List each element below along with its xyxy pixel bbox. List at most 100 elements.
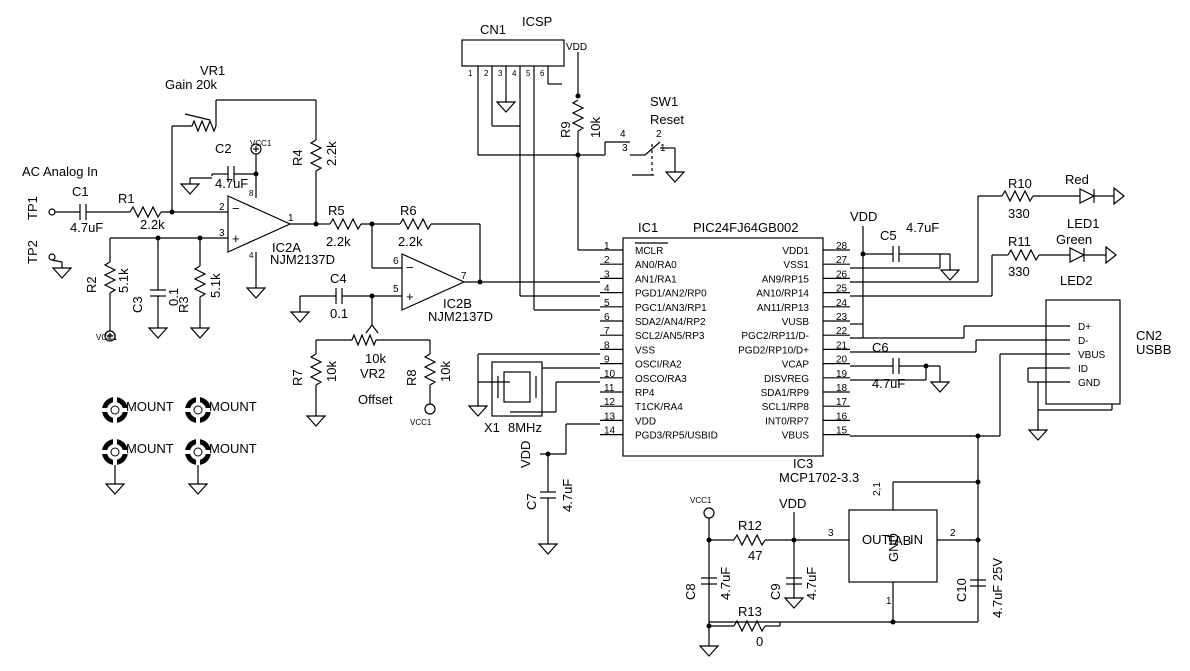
- ic1-pin-name: VBUS: [782, 431, 810, 442]
- c2-label: C2: [215, 141, 232, 156]
- r11-label: R11: [1008, 234, 1031, 249]
- r10-resistor: [1001, 189, 1034, 203]
- svg-text:−: −: [232, 201, 240, 216]
- led2-diode: [1069, 247, 1086, 263]
- c2-value: 4.7uF: [215, 176, 248, 191]
- r1-value: 2.2k: [140, 217, 165, 232]
- ic1-pin-name: OSCI/RA2: [635, 360, 682, 371]
- tp2-label: TP2: [25, 240, 40, 264]
- svg-text:1: 1: [886, 596, 892, 607]
- r4-value: 2.2k: [324, 141, 339, 166]
- c3-value: 0.1: [166, 288, 181, 306]
- ic3-tab-label: TAB: [887, 533, 911, 548]
- vr2-value: 10k: [365, 351, 386, 366]
- ic2b-part: NJM2137D: [428, 309, 493, 324]
- ic1-support-circuit: VDD C5 4.7uF R10 330 Red LED1 R11 330: [850, 172, 1171, 622]
- ic1-pin-name: VUSB: [782, 317, 810, 328]
- vcc1-label-ic2a: VCC1: [250, 139, 272, 148]
- ic1-pin-number: 24: [836, 298, 848, 309]
- c3-label: C3: [130, 296, 145, 313]
- c7-label: C7: [524, 493, 539, 510]
- ic1-pin-number: 26: [836, 269, 848, 280]
- ic1-pin-name: VDD: [635, 416, 656, 427]
- r13-value: 0: [756, 634, 763, 649]
- svg-text:2,1: 2,1: [872, 482, 883, 496]
- ic1-pin-number: 10: [604, 369, 616, 380]
- ic2a-pin4: 4: [249, 251, 254, 260]
- ic1-pin-name: PGD3/RP5/USBID: [635, 431, 718, 442]
- svg-text:1: 1: [468, 69, 473, 78]
- c9-value: 4.7uF: [804, 567, 819, 600]
- ic1-right-pins: 28VDD127VSS126AN9/RP1525AN10/RP1424AN11/…: [738, 241, 850, 442]
- cn1-label: CN1: [480, 22, 506, 37]
- ic1-pin-name: SDA1/RP9: [761, 388, 810, 399]
- svg-text:2: 2: [656, 129, 662, 140]
- r11-resistor: [1007, 248, 1040, 262]
- ic1-pin-number: 14: [604, 426, 616, 437]
- c8-value: 4.7uF: [718, 567, 733, 600]
- c1-label: C1: [72, 184, 89, 199]
- mount-label-1: MOUNT: [126, 399, 174, 414]
- vr1-label: VR1: [200, 63, 225, 78]
- c6-value: 4.7uF: [872, 376, 905, 391]
- ic1-pin-number: 9: [604, 355, 610, 366]
- cn2-pin-dplus: D+: [1078, 322, 1091, 333]
- ic1-pin-number: 13: [604, 411, 616, 422]
- cn2-pin-vbus: VBUS: [1078, 350, 1106, 361]
- ic1-pin-name: AN11/RP13: [757, 303, 810, 314]
- r6-label: R6: [400, 203, 417, 218]
- ic1-pin-number: 27: [836, 255, 848, 266]
- r9-value: 10k: [588, 117, 603, 138]
- c5-value: 4.7uF: [906, 220, 939, 235]
- svg-text:+: +: [232, 231, 240, 246]
- ic1-pin-name: SCL2/AN5/RP3: [635, 331, 705, 342]
- ic1-pin-number: 15: [836, 426, 848, 437]
- ic1-pin-name: PGC1/AN3/RP1: [635, 303, 707, 314]
- vdd-label-ic3: VDD: [779, 496, 806, 511]
- ac-input-label: AC Analog In: [22, 164, 98, 179]
- led2-label: LED2: [1060, 273, 1093, 288]
- ic1-pin-number: 25: [836, 284, 848, 295]
- c10-value: 4.7uF 25V: [990, 558, 1005, 618]
- ic1-pin-name: SCL1/RP8: [762, 402, 810, 413]
- ic3-out-label: OUT: [862, 532, 890, 547]
- mount-label-4: MOUNT: [209, 441, 257, 456]
- ic1-label: IC1: [638, 220, 658, 235]
- r2-value: 5.1k: [116, 268, 131, 293]
- tp1-pad: [48, 208, 56, 216]
- r12-value: 47: [748, 548, 762, 563]
- ic2b-pin6: 6: [393, 256, 399, 267]
- ic1-pin-name: OSCO/RA3: [635, 374, 687, 385]
- ic3-part: MCP1702-3.3: [779, 470, 859, 485]
- ic1-pin-number: 17: [836, 397, 848, 408]
- led2-color: Green: [1056, 232, 1092, 247]
- led1-diode: [1079, 188, 1096, 204]
- c6-label: C6: [872, 340, 889, 355]
- r1-resistor: [129, 205, 162, 219]
- ic1-pin-number: 3: [604, 269, 610, 280]
- cn2-label: CN2: [1136, 328, 1162, 343]
- analog-front-end: AC Analog In TP1 C1 4.7uF R1 2.2k VR1 Ga…: [22, 63, 600, 427]
- cn1-icsp-connector: CN1 ICSP VDD 1 2 3 4 5 6: [461, 14, 605, 311]
- ic3-label: IC3: [793, 456, 813, 471]
- r5-value: 2.2k: [326, 234, 351, 249]
- ic1-pin-number: 6: [604, 312, 610, 323]
- ic2a-opamp: [227, 195, 292, 253]
- r2-resistor: [103, 261, 117, 294]
- x1-crystal: X1 8MHz: [468, 353, 600, 435]
- r13-label: R13: [738, 604, 762, 619]
- cn1-vdd-label: VDD: [566, 42, 587, 53]
- mount-holes: MOUNT MOUNT MOUNT MOUNT: [100, 395, 257, 495]
- ic1-body: [622, 237, 824, 457]
- vr2-potentiometer: [351, 333, 377, 347]
- vr2-name: Offset: [358, 392, 393, 407]
- svg-text:1: 1: [660, 143, 666, 154]
- ic1-pin-name: RP4: [635, 388, 655, 399]
- ic1-pin-name: DISVREG: [764, 374, 809, 385]
- r7-resistor: [309, 353, 323, 386]
- r8-label: R8: [404, 369, 419, 386]
- svg-text:3: 3: [828, 528, 834, 539]
- mount-label-3: MOUNT: [126, 441, 174, 456]
- svg-text:4: 4: [512, 69, 517, 78]
